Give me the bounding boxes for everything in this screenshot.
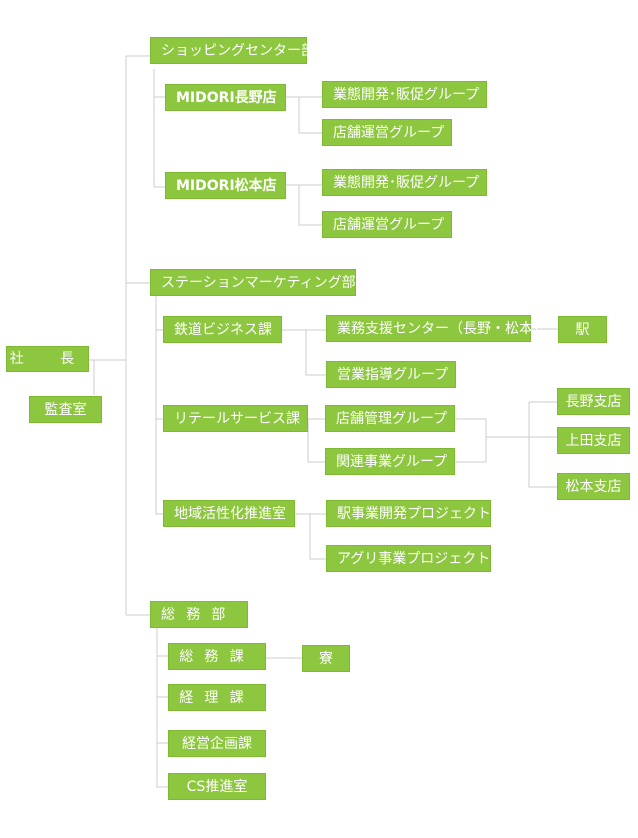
sales-guidance-group-box: 営業指導グループ: [326, 361, 456, 388]
midori-matsumoto-store-box: MIDORI松本店: [165, 172, 286, 199]
cs-promotion-office-box: CS推進室: [168, 773, 266, 800]
regional-revitalization-office-box: 地域活性化推進室: [163, 500, 295, 527]
related-business-group-box: 関連事業グループ: [325, 448, 455, 475]
railway-business-section-box: 鉄道ビジネス課: [163, 316, 282, 343]
matsumoto-branch-box: 松本支店: [557, 473, 630, 500]
station-business-development-project-box: 駅事業開発プロジェクト: [326, 500, 491, 527]
ueda-branch-box: 上田支店: [557, 427, 630, 454]
nagano-format-promo-group-box: 業態開発･販促グループ: [322, 81, 487, 108]
agri-business-project-box: アグリ事業プロジェクト: [326, 545, 491, 572]
accounting-section-box: 経理課: [168, 684, 266, 711]
matsumoto-store-operations-group-box: 店舗運営グループ: [322, 211, 452, 238]
midori-nagano-store-box: MIDORI長野店: [165, 84, 286, 111]
business-support-center-box: 業務支援センター（長野・松本）: [326, 315, 547, 342]
dormitory-box: 寮: [302, 645, 350, 672]
nagano-store-operations-group-box: 店舗運営グループ: [322, 119, 452, 146]
retail-service-section-box: リテールサービス課: [163, 405, 308, 432]
station-marketing-department-box: ステーションマーケティング部: [150, 269, 356, 296]
shopping-center-department-box: ショッピングセンター部: [150, 37, 315, 64]
nagano-branch-box: 長野支店: [557, 388, 630, 415]
store-management-group-box: 店舗管理グループ: [325, 405, 455, 432]
matsumoto-format-promo-group-box: 業態開発･販促グループ: [322, 169, 487, 196]
general-affairs-section-box: 総務課: [168, 643, 266, 670]
management-planning-section-box: 経営企画課: [168, 730, 266, 757]
station-eki-box: 駅: [558, 316, 607, 343]
general-affairs-department-box: 総務部: [150, 601, 248, 628]
audit-office-box: 監査室: [29, 396, 102, 423]
president-box: 社 長: [6, 346, 89, 372]
